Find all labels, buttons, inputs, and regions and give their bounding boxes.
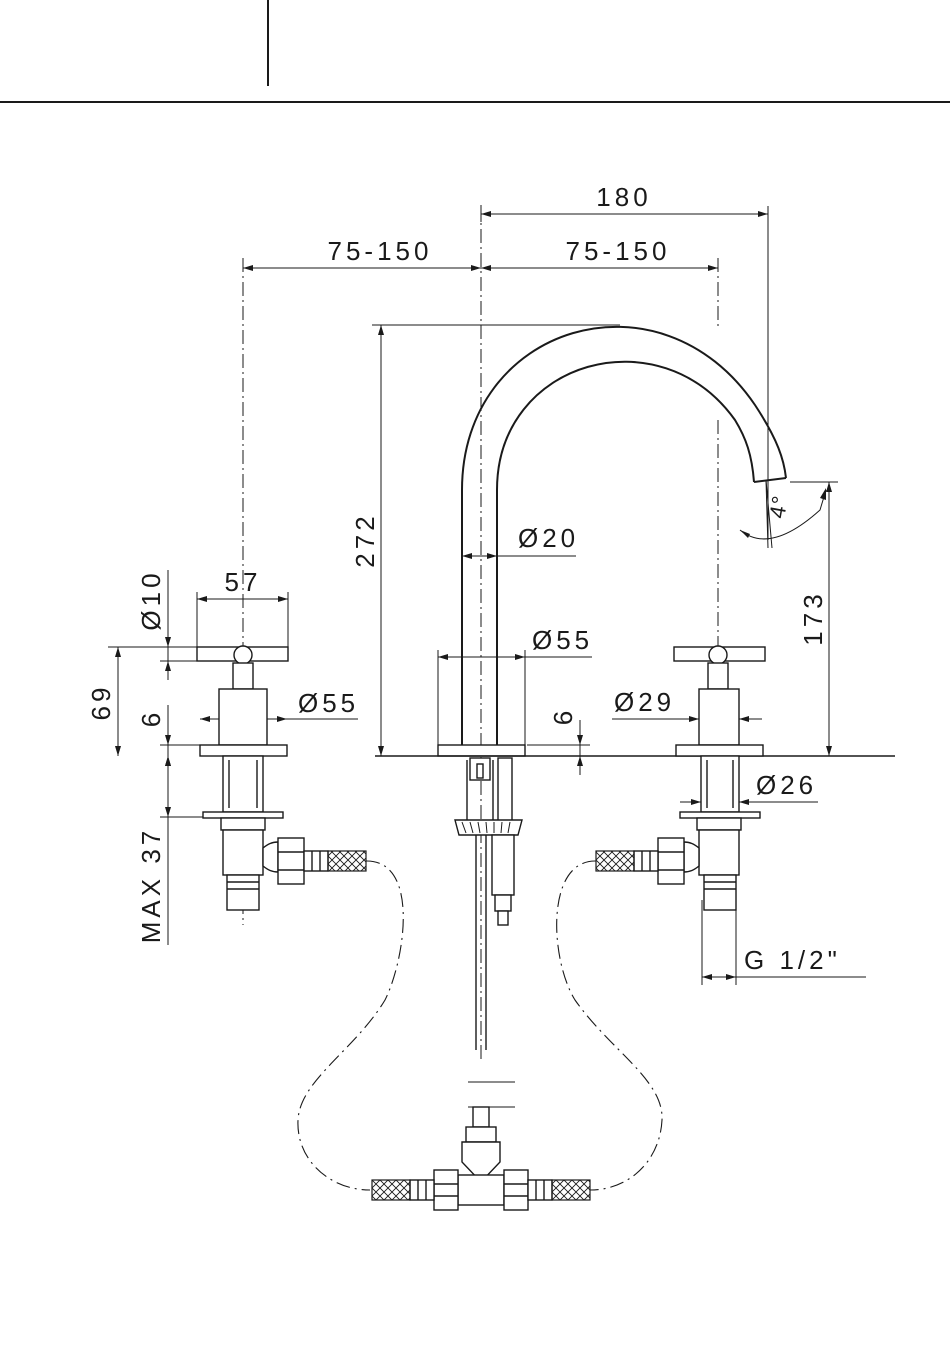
dimension-75-150-left: 75-150: [243, 236, 481, 271]
dim-label-272: 272: [350, 512, 380, 567]
dim-label-phi-20: Ø20: [518, 523, 579, 553]
dim-label-phi-29: Ø29: [614, 687, 675, 717]
dimension-phi-10: Ø10: [136, 569, 200, 680]
dim-label-57: 57: [225, 567, 262, 597]
dim-label-g-half-inch: G 1/2": [744, 945, 841, 975]
dim-label-phi-10: Ø10: [136, 569, 166, 630]
dimension-75-150-right: 75-150: [481, 236, 718, 271]
dimension-69: 69: [86, 647, 200, 756]
dim-label-75-150-left: 75-150: [328, 236, 433, 266]
t-connector: [372, 1107, 590, 1210]
dim-label-180: 180: [596, 182, 651, 212]
left-valve: [197, 646, 366, 910]
dim-label-4-degrees: 4°: [764, 493, 793, 520]
dim-label-phi-55-left: Ø55: [298, 688, 359, 718]
dimension-272: 272: [350, 325, 620, 756]
dimension-g-half-inch: G 1/2": [702, 900, 866, 985]
dimension-4-degrees: 4°: [740, 480, 826, 548]
dimension-phi-20: Ø20: [462, 523, 579, 559]
header-frame: [0, 0, 950, 102]
dim-label-173: 173: [798, 590, 828, 645]
dim-label-max-37: MAX 37: [136, 827, 166, 944]
right-valve: [596, 646, 765, 910]
dim-label-6-left: 6: [136, 709, 166, 727]
dim-label-75-150-right: 75-150: [566, 236, 671, 266]
dimension-173: 173: [790, 482, 838, 756]
dimension-6-center: 6: [527, 707, 590, 775]
center-lines: [243, 205, 718, 1060]
dim-label-6-center: 6: [548, 707, 578, 725]
spout: [462, 327, 786, 745]
dim-label-phi-26: Ø26: [756, 770, 817, 800]
dim-label-phi-55-center: Ø55: [532, 625, 593, 655]
dimension-max-37: MAX 37: [136, 756, 215, 945]
dim-label-69: 69: [86, 684, 116, 721]
